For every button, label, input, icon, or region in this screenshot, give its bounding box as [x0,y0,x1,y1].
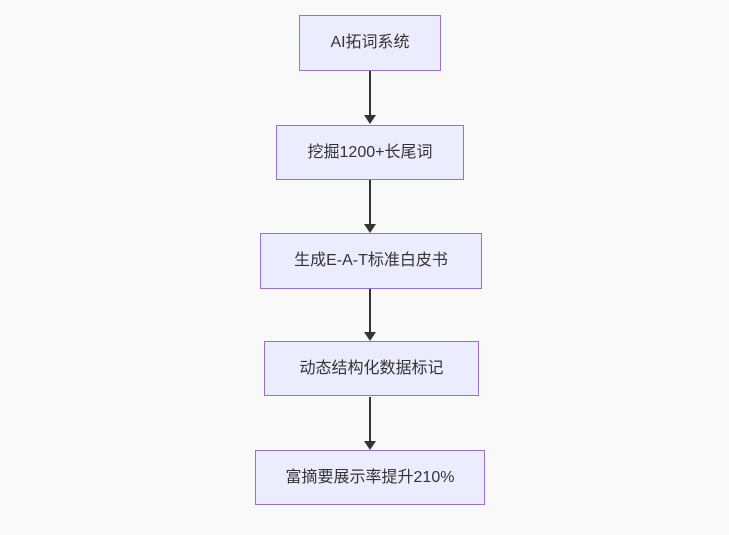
arrow-head-icon [364,441,376,450]
flow-edge-2 [364,180,376,233]
node-label: 富摘要展示率提升210% [285,468,455,486]
flow-edge-1 [364,71,376,124]
arrow-line [369,71,371,117]
arrow-line [369,289,371,334]
flow-node-rich-snippet-rate-increase: 富摘要展示率提升210% [255,450,485,505]
flow-node-generate-eat-whitepaper: 生成E-A-T标准白皮书 [260,233,482,289]
node-label: 挖掘1200+长尾词 [307,143,433,161]
arrow-head-icon [364,224,376,233]
arrow-head-icon [364,332,376,341]
arrow-head-icon [364,115,376,124]
arrow-line [369,397,371,443]
flow-edge-4 [364,397,376,450]
node-label: AI拓词系统 [330,34,410,52]
flow-node-ai-word-expansion-system: AI拓词系统 [299,15,441,71]
flow-edge-3 [364,289,376,341]
flow-node-mine-longtail-keywords: 挖掘1200+长尾词 [276,125,464,180]
node-label: 生成E-A-T标准白皮书 [294,252,448,270]
arrow-line [369,180,371,226]
node-label: 动态结构化数据标记 [299,359,444,377]
flow-node-dynamic-structured-data-markup: 动态结构化数据标记 [264,341,479,396]
